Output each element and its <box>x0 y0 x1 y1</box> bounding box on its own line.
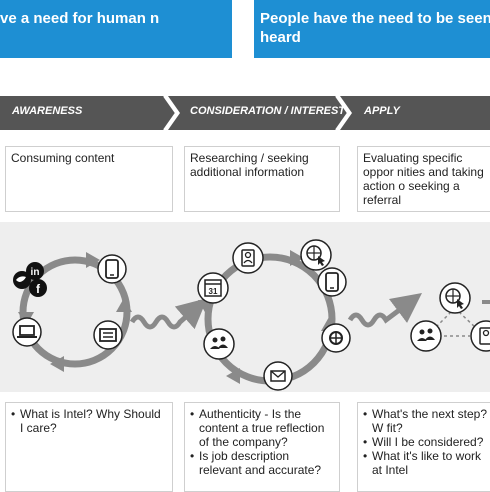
questions-awareness: What is Intel? Why Should I care? <box>5 402 173 492</box>
description-awareness-text: Consuming content <box>11 151 115 165</box>
globe-cursor-icon <box>439 282 471 314</box>
description-consideration-text: Researching / seeking additional informa… <box>190 151 309 179</box>
question-item: Will I be considered? <box>363 435 490 449</box>
connector-arrow-2 <box>347 293 422 328</box>
globe-cursor-icon <box>300 239 332 271</box>
stage-label-awareness: AWARENESS <box>12 105 83 117</box>
banner-right-text: People have the need to be seen heard <box>260 10 490 46</box>
connector-arrow-1 <box>129 298 208 330</box>
group-icon <box>410 320 442 352</box>
person-badge-icon <box>232 242 264 274</box>
stage-chevron-awareness <box>0 96 176 130</box>
linkedin-letter: in <box>31 267 40 278</box>
social-icons: in f <box>13 262 47 297</box>
questions-consideration: Authenticity - Is the content a true ref… <box>184 402 340 492</box>
group-icon <box>203 328 235 360</box>
smartphone-icon <box>97 254 127 284</box>
question-item: Authenticity - Is the content a true ref… <box>190 407 334 449</box>
calendar-day: 31 <box>209 287 218 296</box>
flow-graphic: in f <box>12 239 490 391</box>
stage-label-apply: APPLY <box>364 105 400 117</box>
linkedin-icon <box>26 262 44 280</box>
banner-right: People have the need to be seen heard <box>254 0 490 58</box>
question-item: Is job description relevant and accurate… <box>190 449 334 477</box>
journey-flow-diagram: in f <box>0 222 490 392</box>
newspaper-icon <box>93 320 123 350</box>
stage-bar: AWARENESS CONSIDERATION / INTEREST APPLY <box>0 96 490 130</box>
banner-left-text: ve a need for human n <box>0 10 160 27</box>
description-apply: Evaluating specific oppor nities and tak… <box>357 146 490 212</box>
smartphone-icon <box>317 267 347 297</box>
description-apply-text: Evaluating specific oppor nities and tak… <box>363 151 484 207</box>
banner-left: ve a need for human n <box>0 0 232 58</box>
stage-chevron-apply <box>340 96 490 130</box>
description-awareness: Consuming content <box>5 146 173 212</box>
question-item: What it's like to work at Intel <box>363 449 490 477</box>
mail-icon <box>263 361 293 391</box>
apply-network <box>432 300 490 337</box>
network-icon <box>321 323 351 353</box>
calendar-icon: 31 <box>197 272 229 304</box>
stage-label-consideration: CONSIDERATION / INTEREST <box>190 105 346 117</box>
stage-chevrons <box>0 96 490 130</box>
description-consideration: Researching / seeking additional informa… <box>184 146 340 212</box>
person-badge-icon <box>470 320 490 352</box>
facebook-icon <box>29 279 47 297</box>
question-item: What is Intel? Why Should I care? <box>11 407 167 435</box>
stage-chevron-consideration <box>168 96 348 130</box>
facebook-letter: f <box>36 282 41 296</box>
questions-apply: What's the next step? W fit? Will I be c… <box>357 402 490 492</box>
awareness-cycle <box>18 252 132 372</box>
laptop-icon <box>12 317 42 347</box>
question-item: What's the next step? W fit? <box>363 407 490 435</box>
